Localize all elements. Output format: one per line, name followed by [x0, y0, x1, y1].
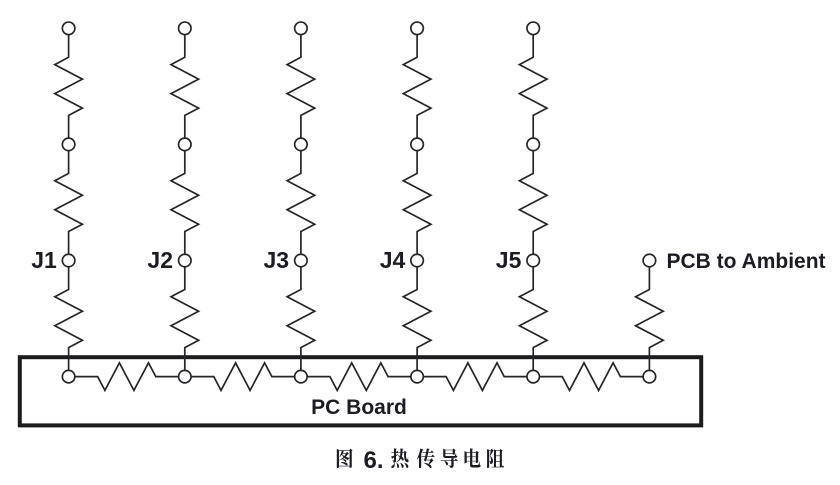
svg-text:6.: 6. — [364, 447, 384, 474]
svg-text:PC Board: PC Board — [311, 396, 407, 419]
svg-text:J5: J5 — [496, 247, 522, 273]
svg-text:J4: J4 — [380, 247, 406, 273]
svg-text:PCB to Ambient: PCB to Ambient — [667, 250, 826, 273]
svg-text:J3: J3 — [264, 247, 290, 273]
svg-text:J1: J1 — [31, 247, 57, 273]
svg-text:J2: J2 — [147, 247, 173, 273]
